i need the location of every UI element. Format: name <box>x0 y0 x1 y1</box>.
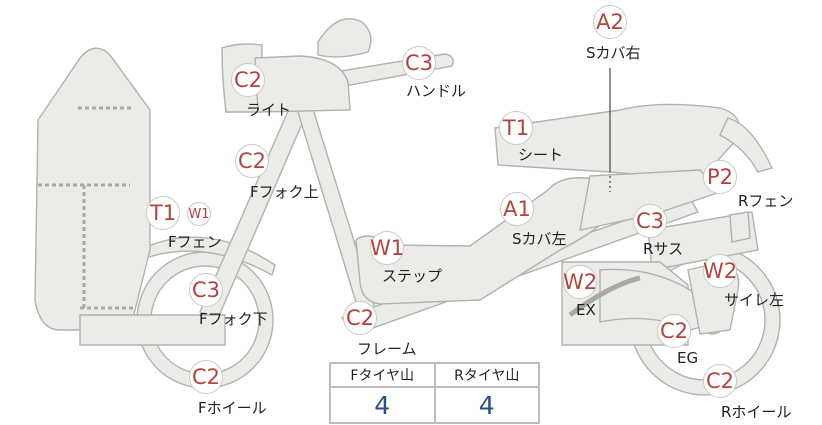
floor-shape <box>79 314 226 346</box>
label-step: ステップ <box>382 267 443 285</box>
seat-shape <box>494 103 741 181</box>
label-f-wheel: Fホイール <box>198 399 267 417</box>
rear-suspension-cap <box>729 211 751 243</box>
tire-table-value-row: 4 4 <box>329 386 540 424</box>
rear-fender-shape <box>719 117 773 173</box>
label-seat: シート <box>518 146 564 164</box>
rear-tire-header: Rタイヤ山 <box>433 362 540 388</box>
label-f-fork-upper: Fフォク上 <box>250 183 319 201</box>
label-f-fork-lower: Fフォク下 <box>199 310 268 328</box>
leg-shield-shape <box>34 47 151 331</box>
damage-code-badge: C2 <box>231 63 265 97</box>
leg-shield-dash <box>38 106 135 310</box>
rear-body-shape <box>579 169 722 231</box>
damage-code-badge: A1 <box>500 192 534 226</box>
damage-code-badge: C2 <box>657 314 691 348</box>
tire-tread-table: Fタイヤ山 Rタイヤ山 4 4 <box>329 362 540 424</box>
damage-code-badge: W1 <box>370 231 404 265</box>
front-tire-header: Fタイヤ山 <box>329 362 436 388</box>
damage-code-badge: P2 <box>703 160 737 194</box>
damage-code-badge: C2 <box>189 360 223 394</box>
damage-code-badge: C2 <box>235 144 269 178</box>
label-r-wheel: Rホイール <box>721 403 792 421</box>
damage-code-badge: C2 <box>703 364 737 398</box>
label-r-suspension: Rサス <box>643 240 684 258</box>
rear-tire-value: 4 <box>433 386 540 424</box>
damage-code-badge: C2 <box>343 301 377 335</box>
damage-code-badge-small: W1 <box>187 202 211 226</box>
headlight-cover-shape <box>254 55 351 113</box>
label-exhaust: EX <box>576 301 596 319</box>
label-muffler-left: サイレ左 <box>724 291 785 309</box>
label-light: ライト <box>246 101 292 119</box>
tire-table-header-row: Fタイヤ山 Rタイヤ山 <box>329 362 540 388</box>
label-frame: フレーム <box>357 340 417 358</box>
label-engine: EG <box>677 349 699 367</box>
windscreen-shape <box>317 18 372 58</box>
label-handle: ハンドル <box>406 82 467 100</box>
label-f-fender: Fフェン <box>168 233 222 251</box>
damage-code-badge: W2 <box>563 265 597 299</box>
damage-code-badge: C3 <box>402 46 436 80</box>
label-s-cover-left: Sカバ左 <box>512 230 567 248</box>
damage-code-badge: A2 <box>593 5 627 39</box>
damage-code-badge: C3 <box>633 204 667 238</box>
label-r-fender: Rフェン <box>738 192 794 210</box>
damage-code-badge: T1 <box>499 111 533 145</box>
exhaust-pipe-shape <box>568 275 641 318</box>
damage-code-badge: T1 <box>146 196 180 230</box>
damage-code-badge: W2 <box>703 254 737 288</box>
front-tire-value: 4 <box>329 386 436 424</box>
damage-code-badge: C3 <box>189 273 223 307</box>
label-s-cover-right: Sカバ右 <box>586 44 641 62</box>
